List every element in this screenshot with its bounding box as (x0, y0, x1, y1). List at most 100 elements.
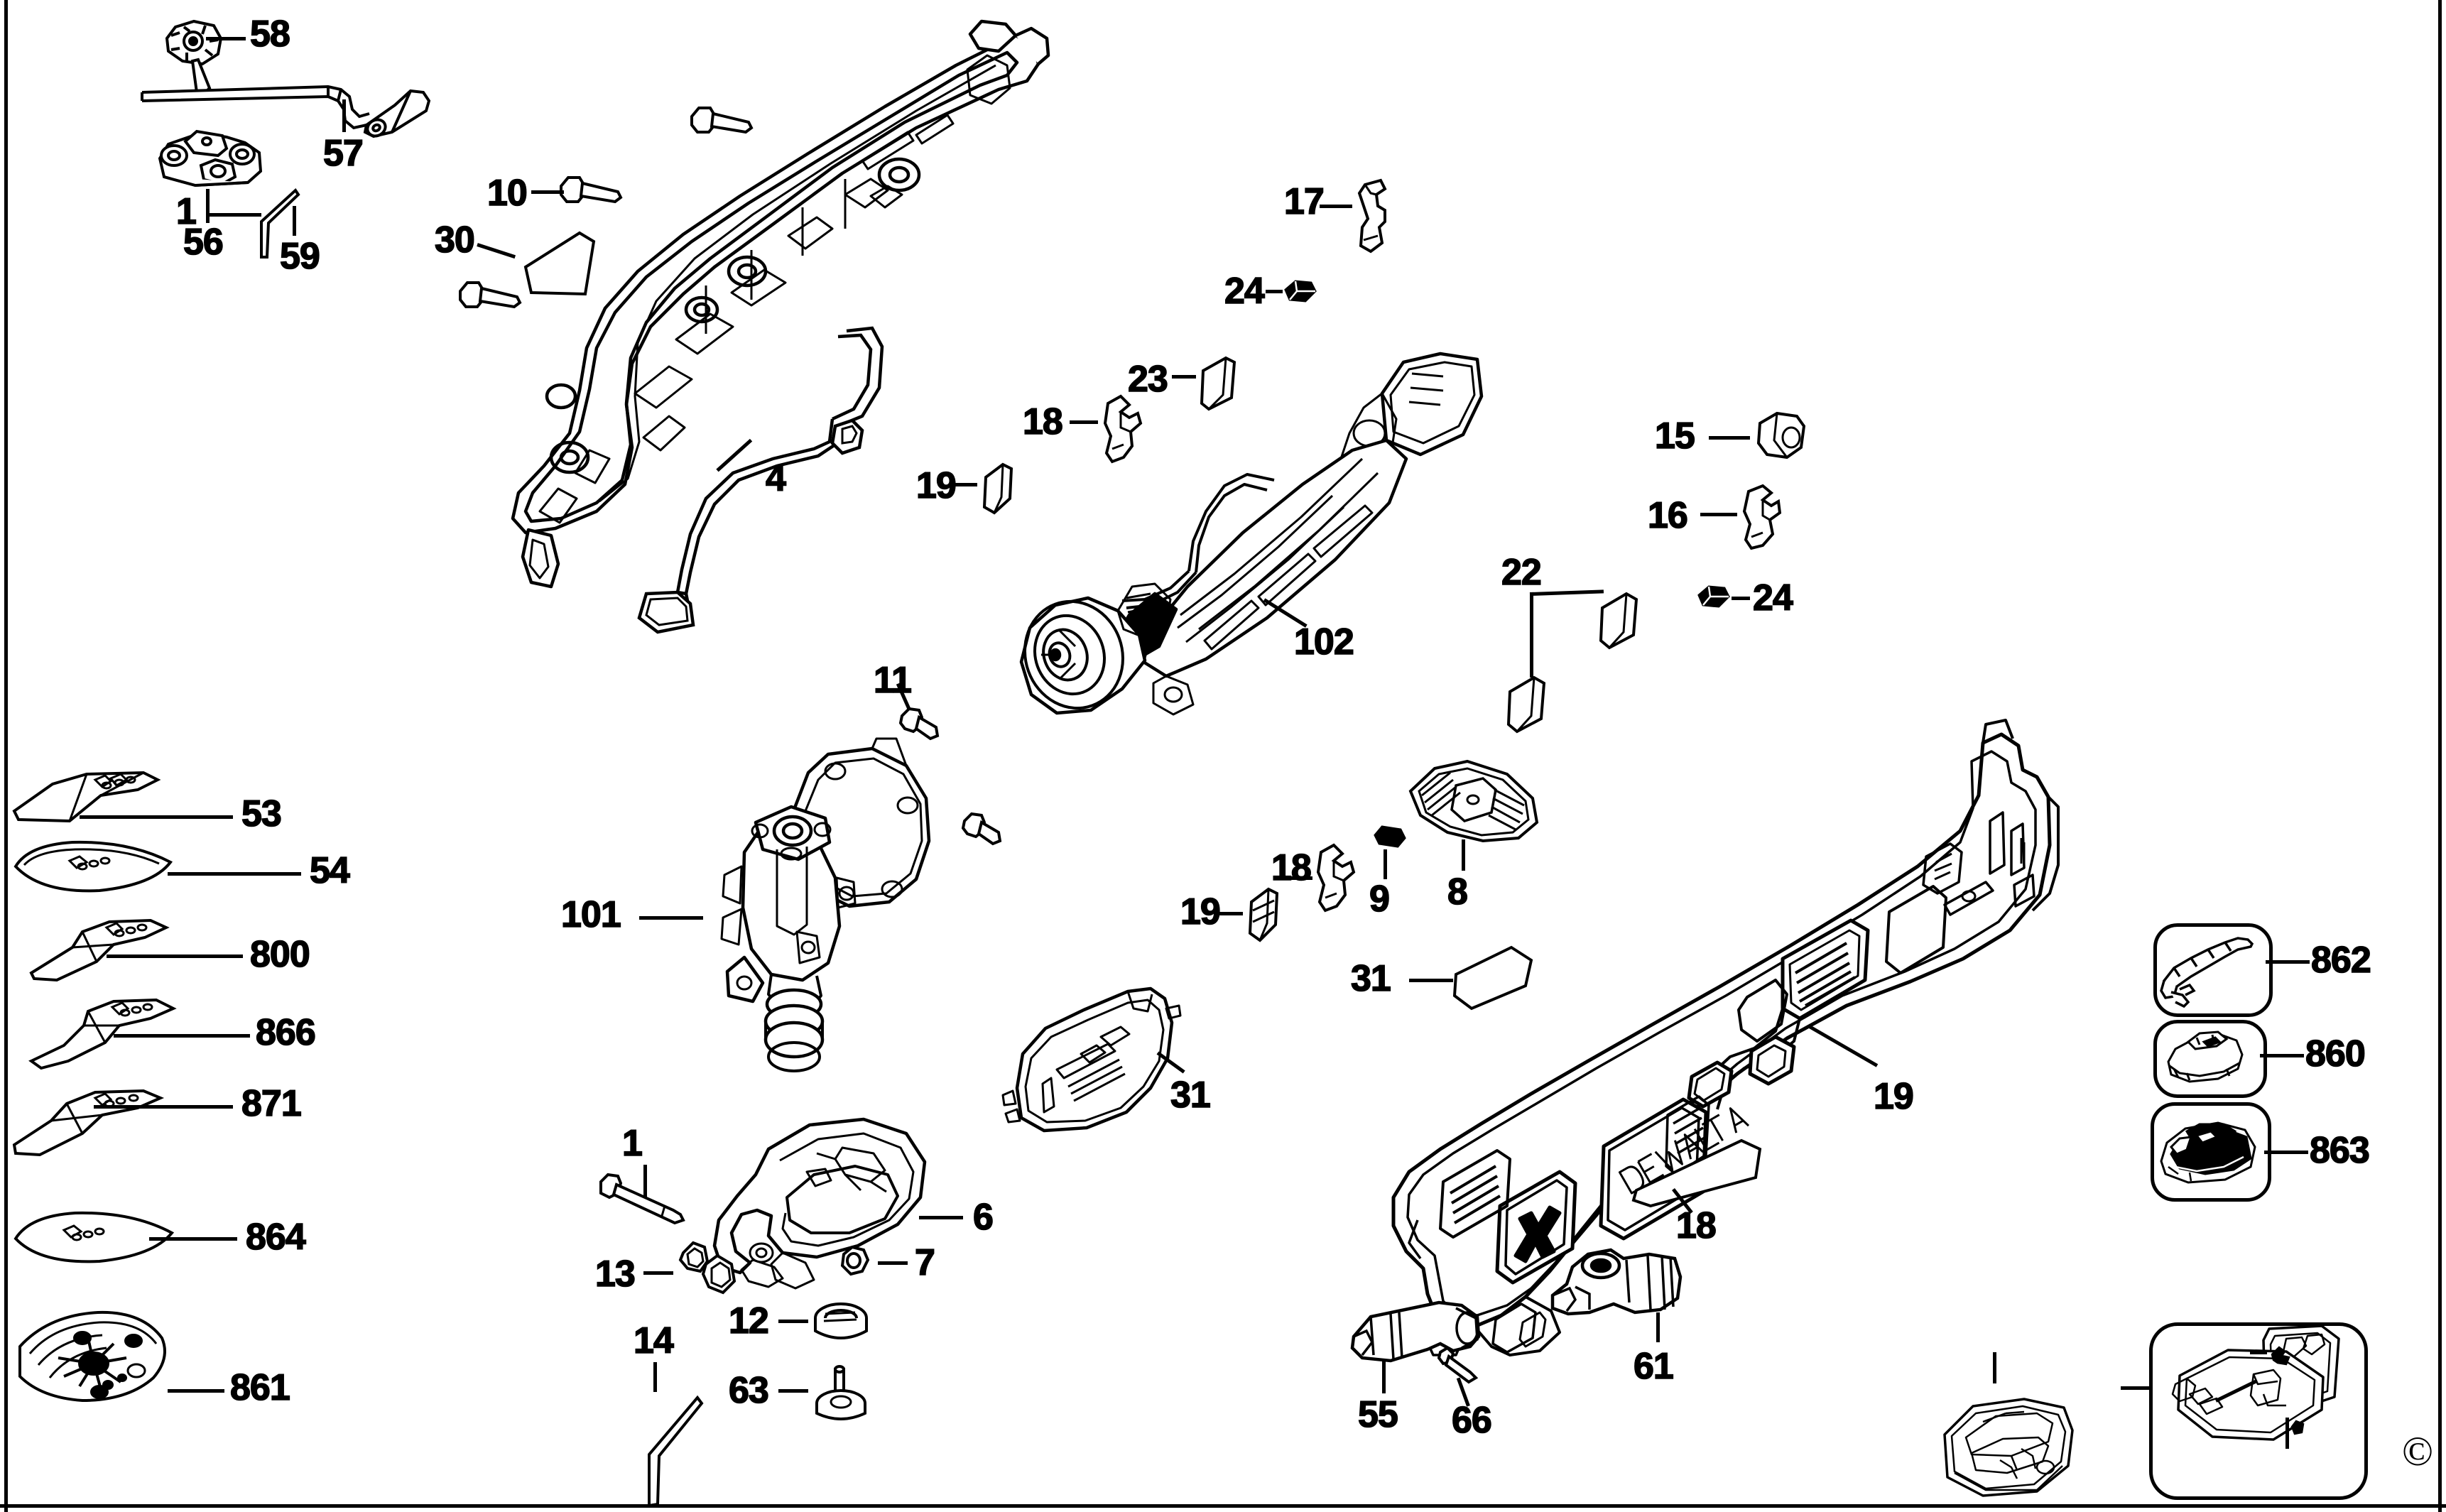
callout-871: 863 (2309, 1130, 2370, 1171)
part-66-nozzle (1349, 1290, 1506, 1375)
leader-24a (1266, 290, 1283, 293)
callout-1-housing: 1 (175, 191, 197, 232)
part-54-sanding-pad (14, 1308, 185, 1408)
leader-59 (293, 206, 296, 236)
part-53-scraper-blade (11, 1207, 189, 1271)
leader-55 (1656, 1312, 1660, 1342)
leader-22-a (1530, 594, 1533, 678)
part-102-motor-assembly (980, 334, 1491, 788)
callout-19a: 19 (915, 465, 957, 506)
leader-101 (639, 916, 703, 920)
frame-bottom-rule (0, 1504, 2446, 1508)
leader-57 (342, 99, 346, 132)
part-30-label-plate (516, 230, 599, 301)
callout-4: 4 (765, 458, 787, 499)
copyright-symbol: © (2402, 1428, 2434, 1474)
leader-19b (1217, 912, 1243, 915)
part-8-switch-rocker (1403, 754, 1553, 847)
part-10-screw-3 (689, 104, 754, 143)
leader-15 (1709, 436, 1750, 440)
leader-7 (919, 1216, 963, 1219)
part-4-wire-harness (625, 320, 895, 634)
part-12-spring-clip (673, 1237, 766, 1301)
part-11-screw (898, 705, 943, 750)
callout-53: 864 (245, 1217, 306, 1258)
leader-16 (1700, 513, 1737, 516)
callout-102: 102 (1293, 621, 1354, 663)
part-56-clamp-bracket (153, 117, 281, 202)
part-52-blade-wide-2 (11, 1082, 175, 1160)
leader-17 (1320, 205, 1352, 208)
callout-22: 22 (1501, 552, 1542, 593)
part-57-wrench-rod (141, 77, 440, 162)
part-55-dust-adapter (1543, 1244, 1692, 1344)
callout-8: 8 (1447, 871, 1469, 913)
part-62-hex-key (629, 1393, 707, 1511)
callout-67: 66 (1451, 1400, 1492, 1441)
callout-66: 55 (1357, 1394, 1398, 1435)
leader-64 (168, 872, 301, 876)
leader-18b (1287, 876, 1312, 880)
leader-24b (1732, 597, 1750, 600)
callout-50: 800 (249, 934, 310, 975)
callout-30: 30 (434, 219, 475, 261)
part-31-label-plate (1452, 945, 1537, 1013)
leader-13 (643, 1165, 647, 1197)
part-864-case-insert (1937, 1389, 2080, 1503)
callout-63: 12 (728, 1300, 769, 1342)
leader-58 (206, 37, 246, 40)
part-1-housing-shell (419, 19, 1051, 618)
part-6-half-housing (1001, 980, 1186, 1143)
callout-15: 15 (1654, 415, 1695, 457)
part-22-insulator-sheet-b (1598, 591, 1641, 652)
callout-18b: 18 (1271, 847, 1312, 888)
leader-864 (1993, 1352, 1996, 1383)
callout-54: 861 (229, 1367, 290, 1408)
leader-56 (206, 189, 210, 223)
part-63-washer-cup (810, 1300, 874, 1349)
callout-64: 54 (309, 850, 350, 891)
part-10-screw (558, 173, 624, 213)
leader-65 (80, 815, 233, 819)
leader-18a (1070, 420, 1098, 424)
leader-862 (2250, 1351, 2267, 1354)
part-16-terminal-clip (1739, 483, 1783, 554)
callout-58: 58 (249, 13, 290, 55)
callout-16: 16 (1647, 495, 1688, 536)
callout-31: 31 (1350, 958, 1391, 999)
leader-863 (2285, 1418, 2289, 1449)
part-23-shim-plate (1199, 355, 1239, 413)
part-19-brush-b (1244, 886, 1284, 946)
callout-56: 56 (183, 222, 224, 263)
callout-9: 9 (1369, 879, 1391, 920)
part-9-pin (1371, 822, 1410, 851)
part-7-clamp-collar (703, 1106, 945, 1291)
callout-11: 11 (873, 660, 913, 701)
case-box-861 (2149, 1322, 2368, 1500)
leader-10 (531, 190, 564, 194)
callout-59: 59 (279, 236, 320, 277)
accessory-box-866 (2153, 1020, 2267, 1098)
callout-7: 6 (972, 1197, 994, 1238)
callout-14: 7 (914, 1242, 936, 1283)
leader-866 (2260, 1054, 2304, 1057)
callout-101: 101 (560, 894, 621, 935)
frame-right-rule (2438, 0, 2442, 1512)
part-14-nut (838, 1243, 872, 1280)
callout-13: 1 (621, 1123, 643, 1164)
part-862-latch (2271, 1346, 2290, 1366)
part-18-brush-holder-a (1099, 393, 1143, 469)
callout-24b: 24 (1752, 577, 1793, 619)
leader-12 (643, 1271, 673, 1275)
leader-23 (1172, 375, 1196, 379)
callout-32: 18 (1675, 1205, 1717, 1246)
leader-66 (1382, 1361, 1386, 1393)
callout-61: 63 (728, 1370, 769, 1411)
callout-62: 14 (633, 1320, 674, 1361)
callout-17: 17 (1283, 181, 1325, 222)
leader-52 (94, 1105, 233, 1109)
part-18-brush-holder-b (1312, 842, 1357, 918)
part-11-screw-2 (960, 810, 1006, 855)
part-1-tool-body (1349, 717, 2060, 1356)
callout-19b: 19 (1180, 891, 1221, 932)
